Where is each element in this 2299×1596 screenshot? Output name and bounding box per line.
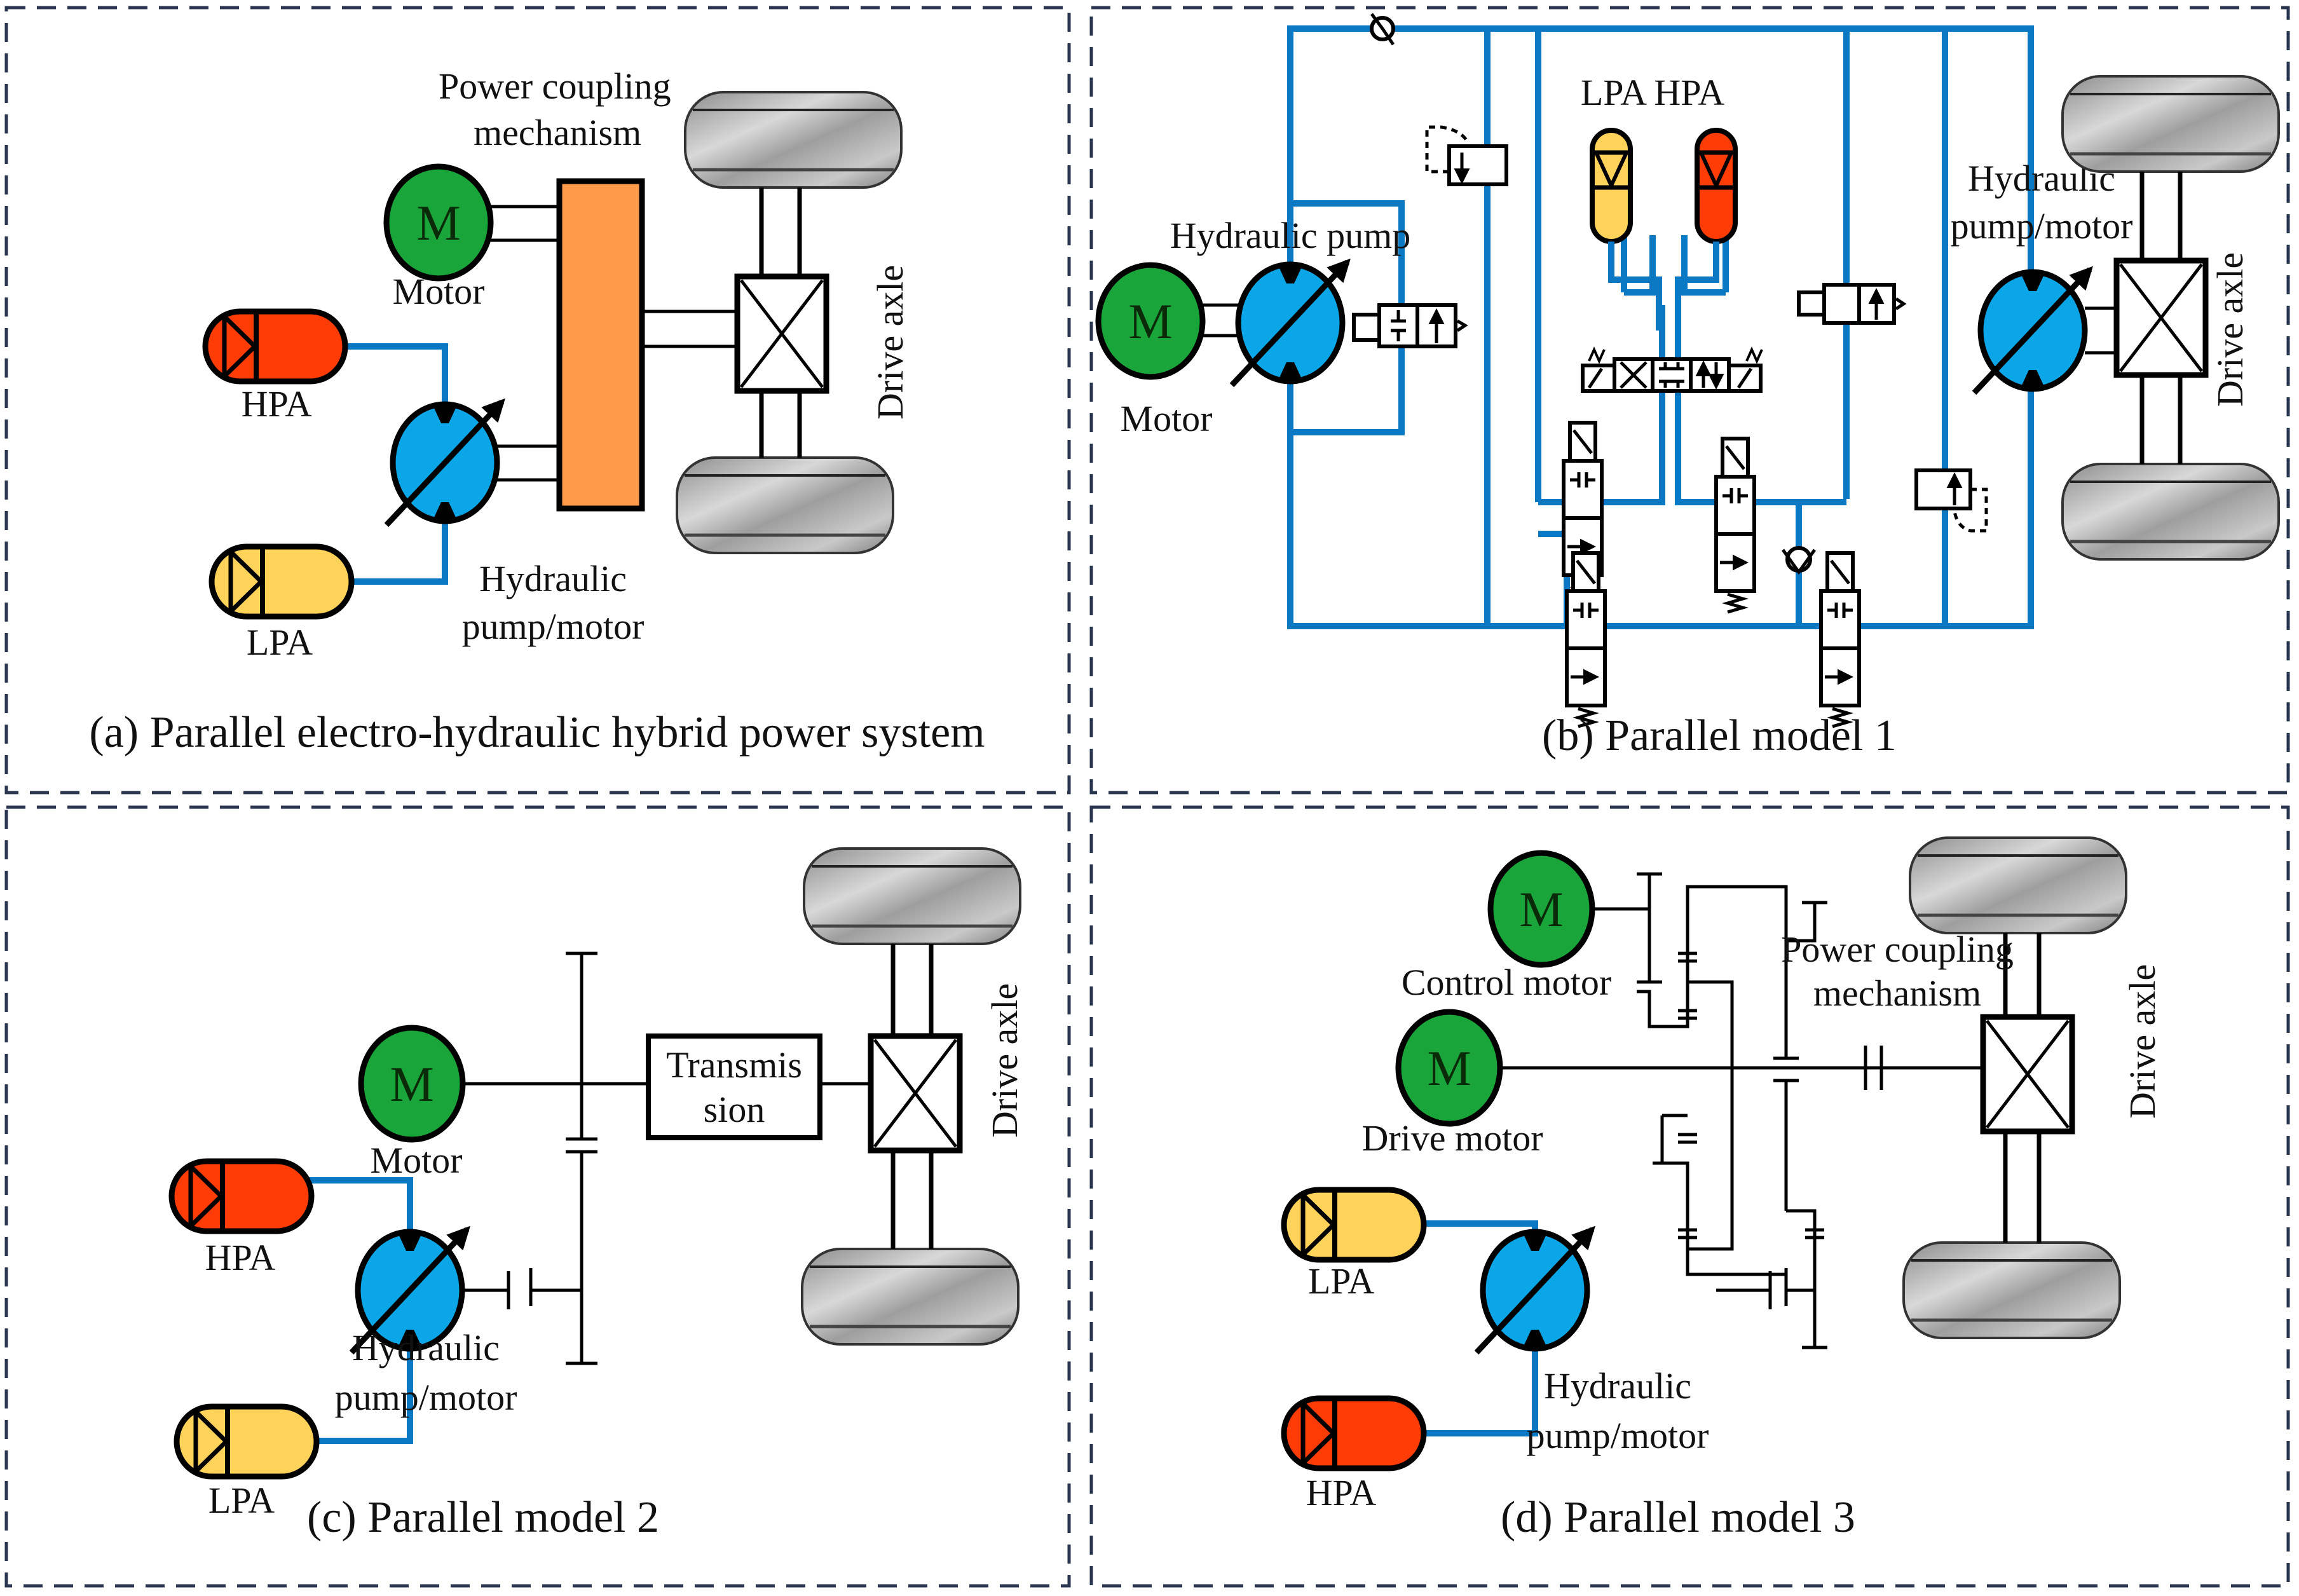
panel-c: Drive axle Transmis sion M Motor HPA LPA… bbox=[4, 805, 1071, 1588]
hydraulic-pump-motor-icon bbox=[386, 402, 502, 525]
pump-label-line1: Hydraulic bbox=[1544, 1365, 1691, 1407]
pump-label-line1: Hydraulic bbox=[352, 1327, 500, 1368]
coupling-label-line1: Power coupling bbox=[439, 65, 671, 107]
lpa-accumulator-icon bbox=[177, 1407, 317, 1477]
tire-icon bbox=[1904, 1243, 2120, 1338]
directional-valve-icon bbox=[1581, 346, 1763, 393]
panel-d-frame bbox=[1089, 805, 2290, 1588]
hpa-accumulator-icon bbox=[205, 311, 345, 381]
hpa-label: HPA bbox=[205, 1237, 276, 1278]
coupling-label-line2: mechanism bbox=[1813, 972, 1981, 1014]
differential-icon bbox=[871, 1036, 960, 1150]
panel-c-caption: (c) Parallel model 2 bbox=[307, 1493, 659, 1542]
check-valve-icon bbox=[1370, 13, 1395, 46]
solenoid-valve-icon bbox=[1352, 303, 1468, 348]
motor-label: Motor bbox=[1121, 398, 1213, 439]
transmission-box bbox=[646, 1033, 822, 1140]
drive-axle-label: Drive axle bbox=[2209, 252, 2251, 407]
relief-valve-icon bbox=[1914, 468, 1988, 533]
motor-label: Motor bbox=[371, 1140, 463, 1181]
panel-d-caption: (d) Parallel model 3 bbox=[1501, 1493, 1855, 1542]
tire-icon bbox=[2063, 464, 2279, 559]
panel-a: Power coupling mechanism Drive axle M Mo… bbox=[4, 6, 1071, 795]
motor-icon bbox=[358, 1025, 466, 1143]
hpa-accumulator-icon bbox=[1695, 128, 1738, 244]
coupling-label-line1: Power coupling bbox=[1781, 929, 2014, 970]
differential-icon bbox=[1983, 1017, 2072, 1131]
tire-icon bbox=[677, 458, 893, 553]
control-motor-label: Control motor bbox=[1402, 962, 1611, 1003]
lpa-accumulator-icon bbox=[1284, 1190, 1424, 1260]
transmission-label-line2: sion bbox=[704, 1089, 765, 1130]
drive-axle-label: Drive axle bbox=[2122, 964, 2163, 1119]
panel-b-frame bbox=[1089, 6, 2290, 795]
hydraulic-pump-icon bbox=[1232, 262, 1347, 385]
motor-symbol: M bbox=[416, 195, 460, 250]
coupling-label-line2: mechanism bbox=[474, 112, 641, 153]
check-valve-icon bbox=[1781, 546, 1817, 575]
panel-a-caption: (a) Parallel electro-hydraulic hybrid po… bbox=[89, 708, 985, 757]
power-coupling-box bbox=[556, 178, 645, 512]
hpa-accumulator-icon bbox=[172, 1161, 311, 1231]
relief-valve-icon bbox=[1425, 125, 1508, 186]
panel-b: M Motor Hydraulic pump LPA HPA bbox=[1089, 6, 2290, 795]
power-coupling-mechanism bbox=[1500, 872, 1983, 1349]
motor-symbol: M bbox=[1128, 294, 1172, 349]
panel-d: Drive axle M Control motor M Drive motor bbox=[1089, 805, 2290, 1588]
pump-label-line2: pump/motor bbox=[1527, 1415, 1709, 1456]
proportional-valve-icon bbox=[1821, 553, 1859, 726]
hydraulic-circuit bbox=[1287, 25, 2034, 629]
lpa-accumulator-icon bbox=[212, 547, 351, 617]
lpa-label: LPA bbox=[247, 622, 313, 663]
hydraulic-pump-motor-icon bbox=[1477, 1229, 1592, 1353]
tire-icon bbox=[2063, 76, 2279, 172]
hydraulic-pump-label: Hydraulic pump bbox=[1170, 215, 1411, 256]
lpa-hpa-label: LPA HPA bbox=[1581, 72, 1724, 113]
solenoid-valve-icon bbox=[1716, 439, 1754, 612]
panel-b-caption: (b) Parallel model 1 bbox=[1542, 711, 1897, 760]
hydraulic-pump-motor-icon bbox=[1974, 269, 2090, 393]
panel-a-frame bbox=[4, 6, 1071, 795]
motor-symbol: M bbox=[390, 1056, 433, 1112]
solenoid-valve-icon bbox=[1797, 283, 1907, 325]
motor-symbol: M bbox=[1427, 1040, 1471, 1096]
lpa-label: LPA bbox=[1308, 1260, 1374, 1302]
panel-c-frame bbox=[4, 805, 1071, 1588]
lpa-accumulator-icon bbox=[1590, 128, 1633, 244]
tire-icon bbox=[802, 1249, 1018, 1344]
drive-axle-label: Drive axle bbox=[870, 265, 911, 419]
motor-icon bbox=[383, 163, 494, 282]
hpa-label: HPA bbox=[1306, 1472, 1377, 1513]
tire-icon bbox=[804, 849, 1020, 944]
transmission-label-line1: Transmis bbox=[666, 1044, 802, 1086]
pump-label-line1: Hydraulic bbox=[479, 558, 627, 599]
hpa-label: HPA bbox=[242, 383, 312, 425]
pump-label-line2: pump/motor bbox=[335, 1377, 517, 1418]
tire-icon bbox=[1910, 838, 2126, 933]
differential-icon bbox=[737, 276, 826, 391]
drive-axle-label: Drive axle bbox=[984, 983, 1025, 1138]
motor-label: Motor bbox=[393, 271, 485, 312]
solenoid-valve-icon bbox=[1567, 553, 1605, 726]
differential-icon bbox=[2117, 261, 2206, 375]
lpa-label: LPA bbox=[208, 1480, 275, 1521]
tire-icon bbox=[685, 92, 901, 188]
pm-label-line2: pump/motor bbox=[1951, 205, 2133, 247]
motor-icon bbox=[1095, 262, 1206, 380]
drive-motor-label: Drive motor bbox=[1361, 1117, 1543, 1159]
hpa-accumulator-icon bbox=[1284, 1398, 1424, 1468]
motor-symbol: M bbox=[1519, 882, 1563, 937]
pump-label-line2: pump/motor bbox=[462, 606, 645, 647]
